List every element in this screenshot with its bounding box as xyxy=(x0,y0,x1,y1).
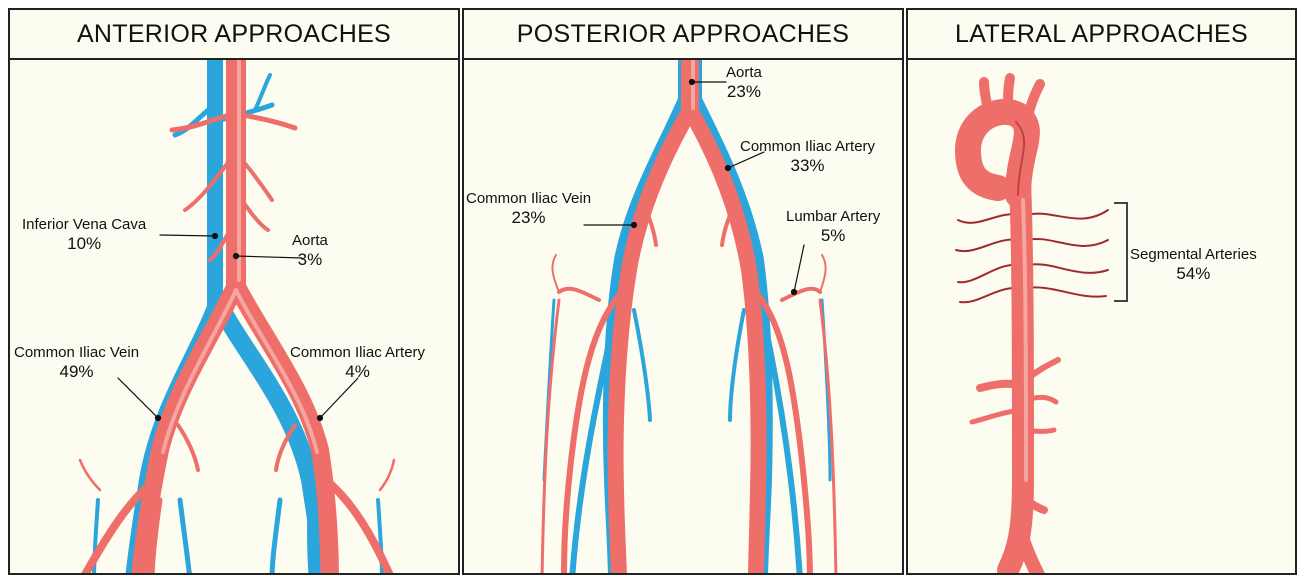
panel-title: LATERAL APPROACHES xyxy=(955,20,1248,49)
label-name: Inferior Vena Cava xyxy=(22,216,146,234)
label-name: Aorta xyxy=(292,232,328,250)
artery-branch xyxy=(320,500,323,575)
label-common-iliac-vein: Common Iliac Vein 49% xyxy=(14,344,139,382)
segmental-artery xyxy=(1026,210,1108,219)
segmental-bracket xyxy=(1114,202,1128,302)
lumbar-artery-left xyxy=(559,289,599,300)
label-name: Lumbar Artery xyxy=(786,208,880,226)
label-percentage: 23% xyxy=(726,82,762,102)
label-name: Aorta xyxy=(726,64,762,82)
label-percentage: 5% xyxy=(786,226,880,246)
artery-branch xyxy=(242,115,295,128)
leader-cia xyxy=(320,378,358,418)
label-name: Common Iliac Vein xyxy=(14,344,139,362)
lateral-aorta-illustration xyxy=(908,60,1297,575)
label-aorta: Aorta 23% xyxy=(726,64,762,102)
distal-aorta-branch xyxy=(1023,540,1038,575)
segmental-artery xyxy=(1026,287,1106,296)
visceral-branch xyxy=(1026,430,1054,432)
segmental-artery xyxy=(1026,239,1108,246)
panel-header: ANTERIOR APPROACHES xyxy=(10,10,458,60)
lumbar-artery-right xyxy=(782,289,820,300)
segmental-artery xyxy=(956,239,1020,251)
label-percentage: 4% xyxy=(290,362,425,382)
label-name: Segmental Arteries xyxy=(1130,246,1257,264)
artery-group xyxy=(968,78,1058,575)
label-aorta: Aorta 3% xyxy=(292,232,328,270)
panel-lateral: LATERAL APPROACHES xyxy=(906,8,1297,575)
artery-branch xyxy=(820,255,826,292)
panel-posterior: POSTERIOR APPROACHES xyxy=(462,8,904,575)
label-percentage: 33% xyxy=(740,156,875,176)
panel-header: LATERAL APPROACHES xyxy=(908,10,1295,60)
label-name: Common Iliac Artery xyxy=(740,138,875,156)
leader-lumbar xyxy=(794,245,804,292)
segmental-artery xyxy=(958,265,1020,283)
label-name: Common Iliac Vein xyxy=(466,190,591,208)
leader-ivc xyxy=(160,235,215,236)
artery-branch xyxy=(380,460,394,490)
label-common-iliac-vein: Common Iliac Vein 23% xyxy=(466,190,591,228)
label-segmental-arteries: Segmental Arteries 54% xyxy=(1130,246,1257,284)
panel-title: ANTERIOR APPROACHES xyxy=(77,20,391,49)
panel-header: POSTERIOR APPROACHES xyxy=(464,10,902,60)
label-percentage: 54% xyxy=(1130,264,1257,284)
label-common-iliac-artery: Common Iliac Artery 33% xyxy=(740,138,875,176)
label-percentage: 23% xyxy=(466,208,591,228)
right-common-iliac-artery xyxy=(690,110,759,575)
label-lumbar-artery: Lumbar Artery 5% xyxy=(786,208,880,246)
visceral-branch xyxy=(1026,397,1056,402)
label-common-iliac-artery: Common Iliac Artery 4% xyxy=(290,344,425,382)
visceral-branch xyxy=(980,384,1020,388)
leader-civ xyxy=(118,378,158,418)
segmental-artery xyxy=(1026,264,1108,273)
label-percentage: 49% xyxy=(14,362,139,382)
artery-branch xyxy=(80,460,100,490)
label-inferior-vena-cava: Inferior Vena Cava 10% xyxy=(22,216,146,254)
vein-branch xyxy=(180,500,190,575)
label-name: Common Iliac Artery xyxy=(290,344,425,362)
artery-branch xyxy=(242,160,272,200)
label-percentage: 10% xyxy=(22,234,146,254)
panel-title: POSTERIOR APPROACHES xyxy=(517,20,849,49)
artery-branch xyxy=(552,255,559,292)
vein-branch xyxy=(310,500,312,575)
panel-anterior: ANTERIOR APPROACHES xyxy=(8,8,460,575)
left-common-iliac-artery xyxy=(616,110,690,575)
vein-branch xyxy=(634,310,650,420)
descending-aorta xyxy=(1008,180,1023,570)
vein-branch xyxy=(272,500,280,575)
vein-branch xyxy=(730,310,744,420)
segmental-artery xyxy=(960,288,1020,302)
artery-branch xyxy=(178,425,198,470)
anterior-vessel-illustration xyxy=(10,60,460,575)
label-percentage: 3% xyxy=(292,250,328,270)
